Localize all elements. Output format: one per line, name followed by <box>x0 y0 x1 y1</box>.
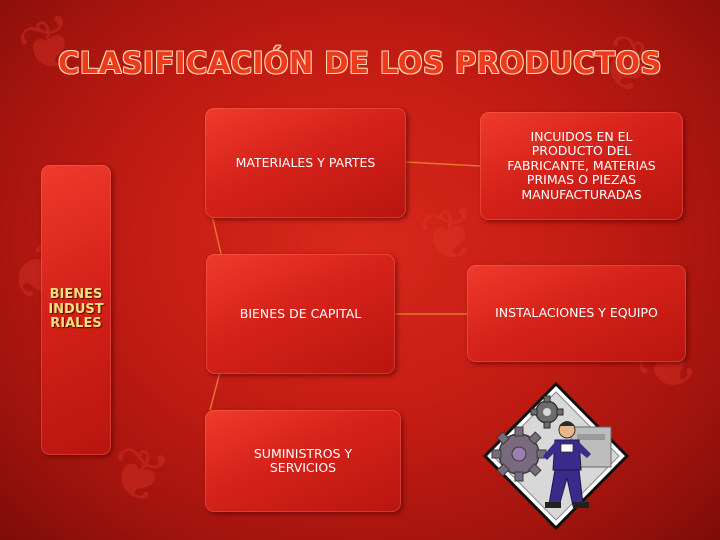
main-node-line: RIALES <box>50 316 102 332</box>
slide-title: CLASIFICACIÓN DE LOS PRODUCTOS <box>58 46 662 80</box>
category-label: SUMINISTROS Y SERVICIOS <box>253 445 353 475</box>
detail-box-materiales: INCUIDOS EN EL PRODUCTO DEL FABRICANTE, … <box>480 112 683 220</box>
connector-line <box>405 161 481 167</box>
connector-line <box>209 371 221 411</box>
detail-box-capital: INSTALACIONES Y EQUIPO <box>467 265 686 362</box>
category-box-materiales: MATERIALES Y PARTES <box>205 108 406 218</box>
category-label: MATERIALES Y PARTES <box>235 154 376 170</box>
detail-label: INCUIDOS EN EL PRODUCTO DEL FABRICANTE, … <box>507 129 656 202</box>
category-box-suministros: SUMINISTROS Y SERVICIOS <box>205 410 401 512</box>
main-node-label: BIENES INDUST RIALES <box>48 286 104 333</box>
category-label: BIENES DE CAPITAL <box>239 305 362 321</box>
worker-with-gears-icon <box>482 382 630 530</box>
detail-label: INSTALACIONES Y EQUIPO <box>495 305 658 321</box>
main-node-line: BIENES <box>49 286 103 302</box>
main-node-box: BIENES INDUST RIALES <box>41 165 111 455</box>
main-node-line: INDUST <box>48 301 104 317</box>
category-box-capital: BIENES DE CAPITAL <box>206 254 395 374</box>
connector-line <box>211 214 223 259</box>
